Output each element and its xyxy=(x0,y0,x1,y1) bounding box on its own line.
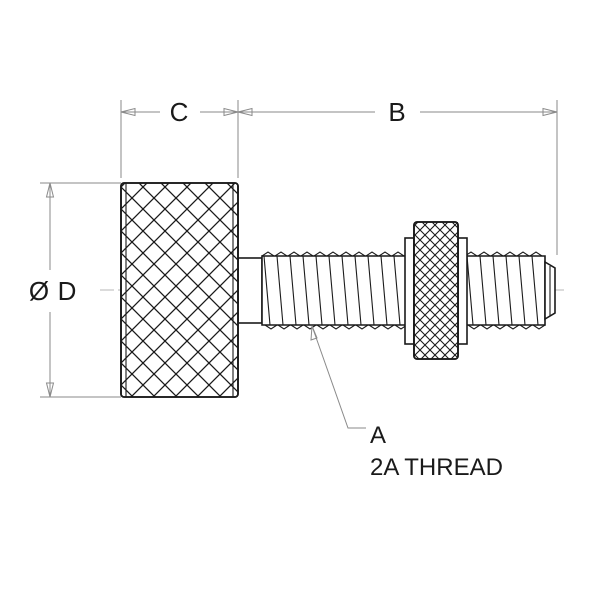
thread-crest-line xyxy=(479,255,487,326)
thread-spec-label: 2A THREAD xyxy=(370,454,503,481)
thread-crest-bottom xyxy=(342,324,356,330)
thread-crest-top xyxy=(516,251,530,257)
thread-crest-line xyxy=(380,255,388,326)
thread-crest-line xyxy=(341,255,349,326)
thread-crest-top xyxy=(313,251,327,257)
thread-crest-top xyxy=(490,251,504,257)
thread-crest-top xyxy=(326,251,340,257)
dimension-b-label: B xyxy=(388,97,405,127)
thread-crest-bottom xyxy=(355,324,369,330)
thread-crest-line xyxy=(276,255,284,326)
dimension-d-label: D xyxy=(58,276,77,306)
thread-crest-bottom xyxy=(329,324,343,330)
thread-crest-bottom xyxy=(290,324,304,330)
thread-crest-line xyxy=(492,255,500,326)
thread-crest-top xyxy=(391,251,405,257)
thread-crest-line xyxy=(531,255,539,326)
knurled-nut xyxy=(404,221,468,360)
threaded-shaft xyxy=(237,251,556,330)
thread-crest-line xyxy=(367,255,375,326)
dimension-d: Ø D xyxy=(29,182,121,398)
thread-crest-top xyxy=(261,251,275,257)
knurled-head xyxy=(120,182,239,398)
thread-crest-line xyxy=(518,255,526,326)
thread-crest-top xyxy=(274,251,288,257)
thread-crest-bottom xyxy=(368,324,382,330)
callout-letter: A xyxy=(370,422,386,449)
thread-crest-top xyxy=(339,251,353,257)
thread-crest-line xyxy=(289,255,297,326)
thread-crest-bottom xyxy=(506,324,520,330)
thread-crest-top xyxy=(365,251,379,257)
thread-crest-bottom xyxy=(519,324,533,330)
thread-crest-top xyxy=(378,251,392,257)
thread-crest-bottom xyxy=(532,324,546,330)
thread-crest-line xyxy=(393,255,401,326)
thread-crest-top xyxy=(477,251,491,257)
thread-crest-top xyxy=(503,251,517,257)
thread-crest-bottom xyxy=(467,324,481,330)
thread-crest-bottom xyxy=(277,324,291,330)
thread-crest-line xyxy=(315,255,323,326)
thread-crest-top xyxy=(287,251,301,257)
diameter-symbol: Ø xyxy=(29,276,49,306)
thread-crest-bottom xyxy=(316,324,330,330)
thread-crest-line xyxy=(466,255,474,326)
thread-crest-top xyxy=(352,251,366,257)
thread-crest-line xyxy=(328,255,336,326)
thread-callout: A 2A THREAD xyxy=(310,325,503,481)
thread-crest-line xyxy=(263,255,271,326)
thread-crest-bottom xyxy=(264,324,278,330)
dimension-c-label: C xyxy=(170,97,189,127)
thread-crest-top xyxy=(529,251,543,257)
thread-crest-top xyxy=(300,251,314,257)
dimension-c: C xyxy=(120,97,239,178)
thread-crest-bottom xyxy=(381,324,395,330)
thread-crest-bottom xyxy=(493,324,507,330)
dimension-b: B xyxy=(237,97,558,255)
thread-crest-bottom xyxy=(480,324,494,330)
thread-crest-bottom xyxy=(303,324,317,330)
thread-crest-line xyxy=(505,255,513,326)
thread-crest-line xyxy=(354,255,362,326)
thread-crest-line xyxy=(302,255,310,326)
